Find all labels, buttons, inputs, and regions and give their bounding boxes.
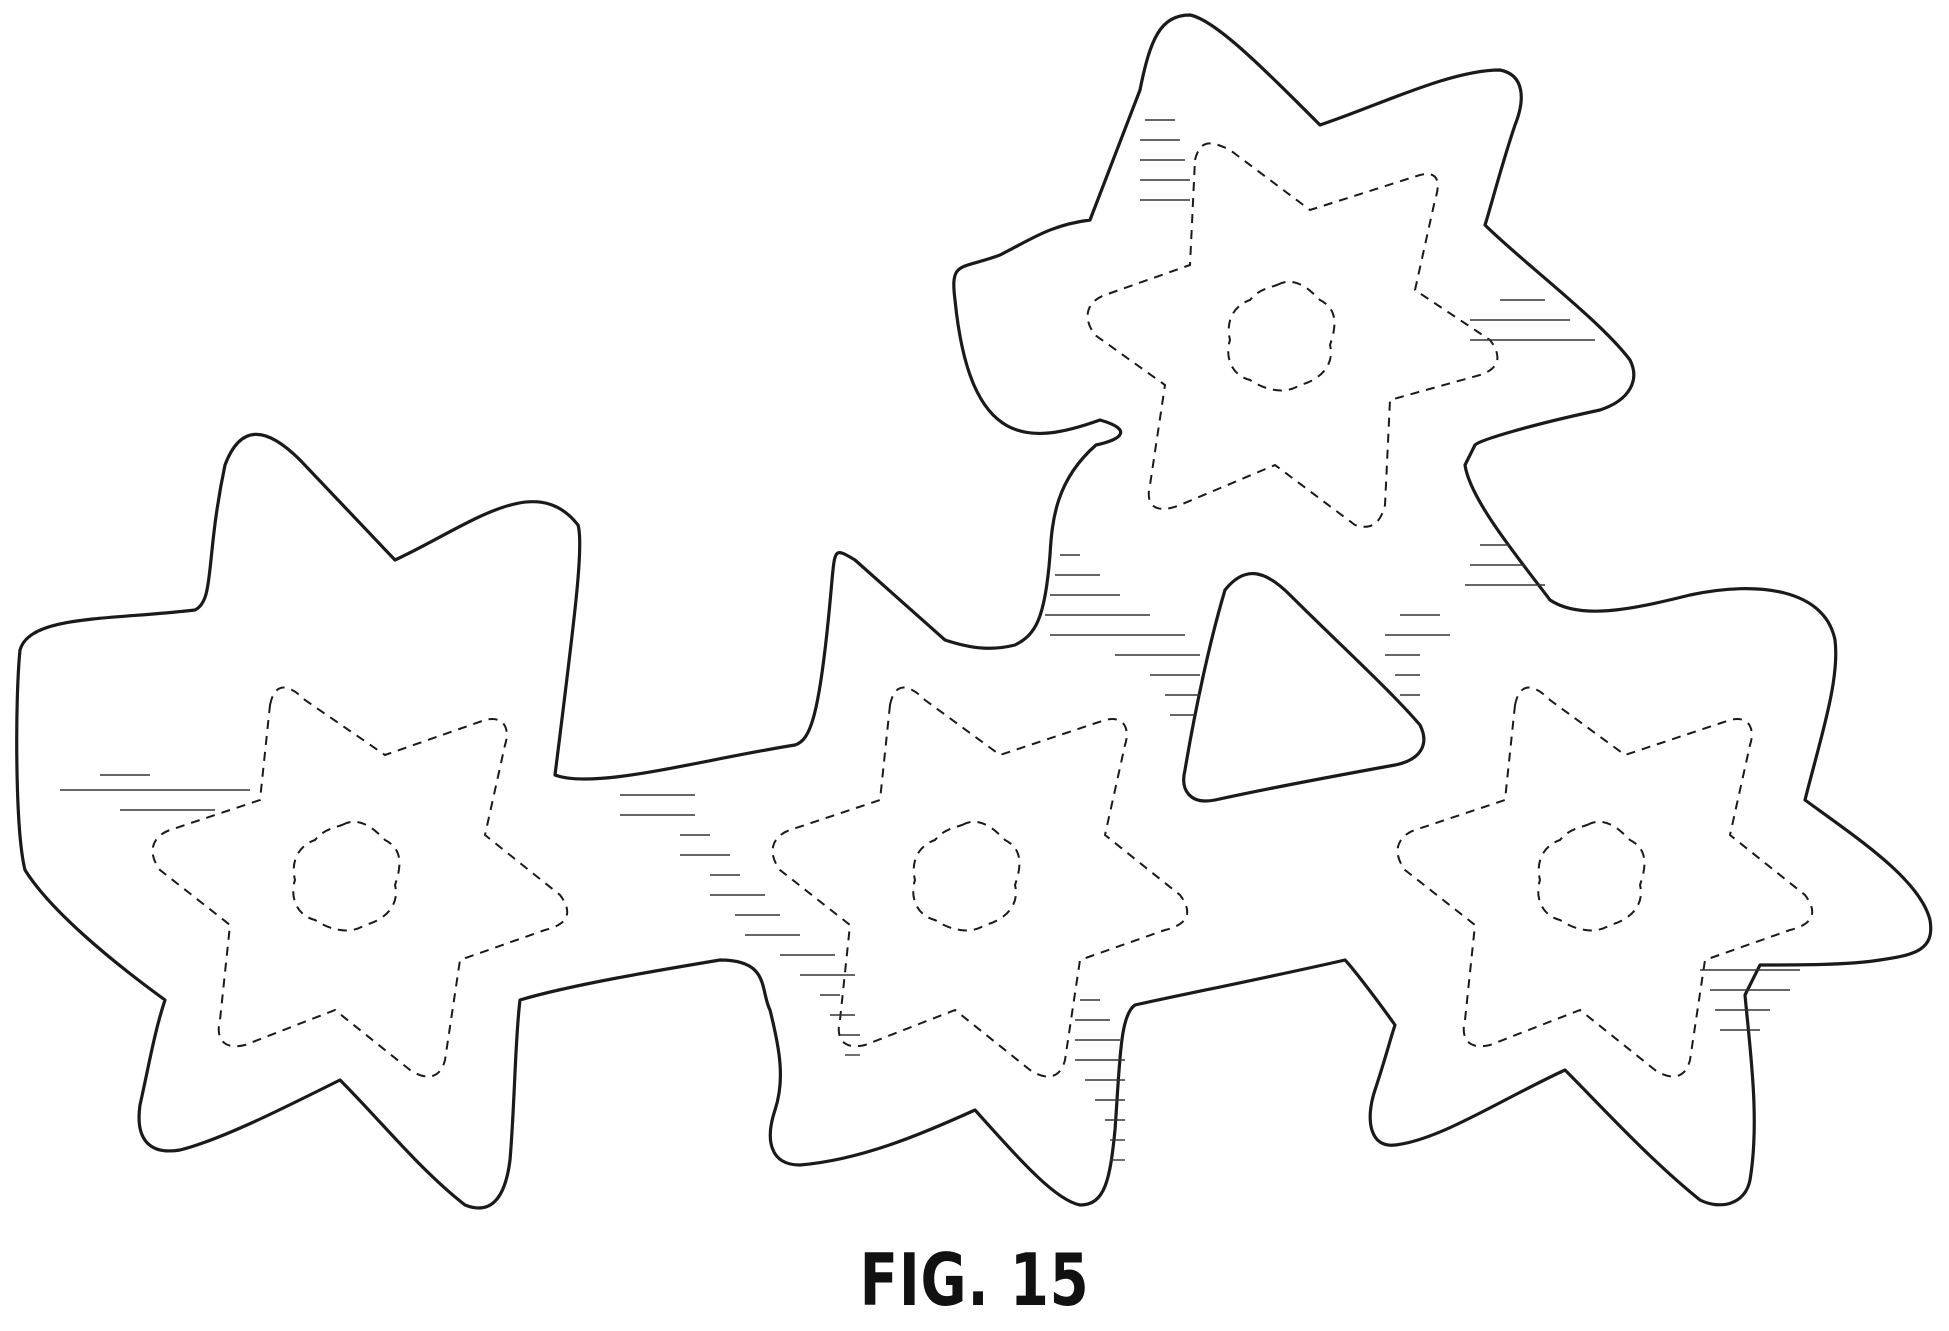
combined-star-outline [17,15,1931,1208]
figure-caption: FIG. 15 [215,1238,1735,1322]
